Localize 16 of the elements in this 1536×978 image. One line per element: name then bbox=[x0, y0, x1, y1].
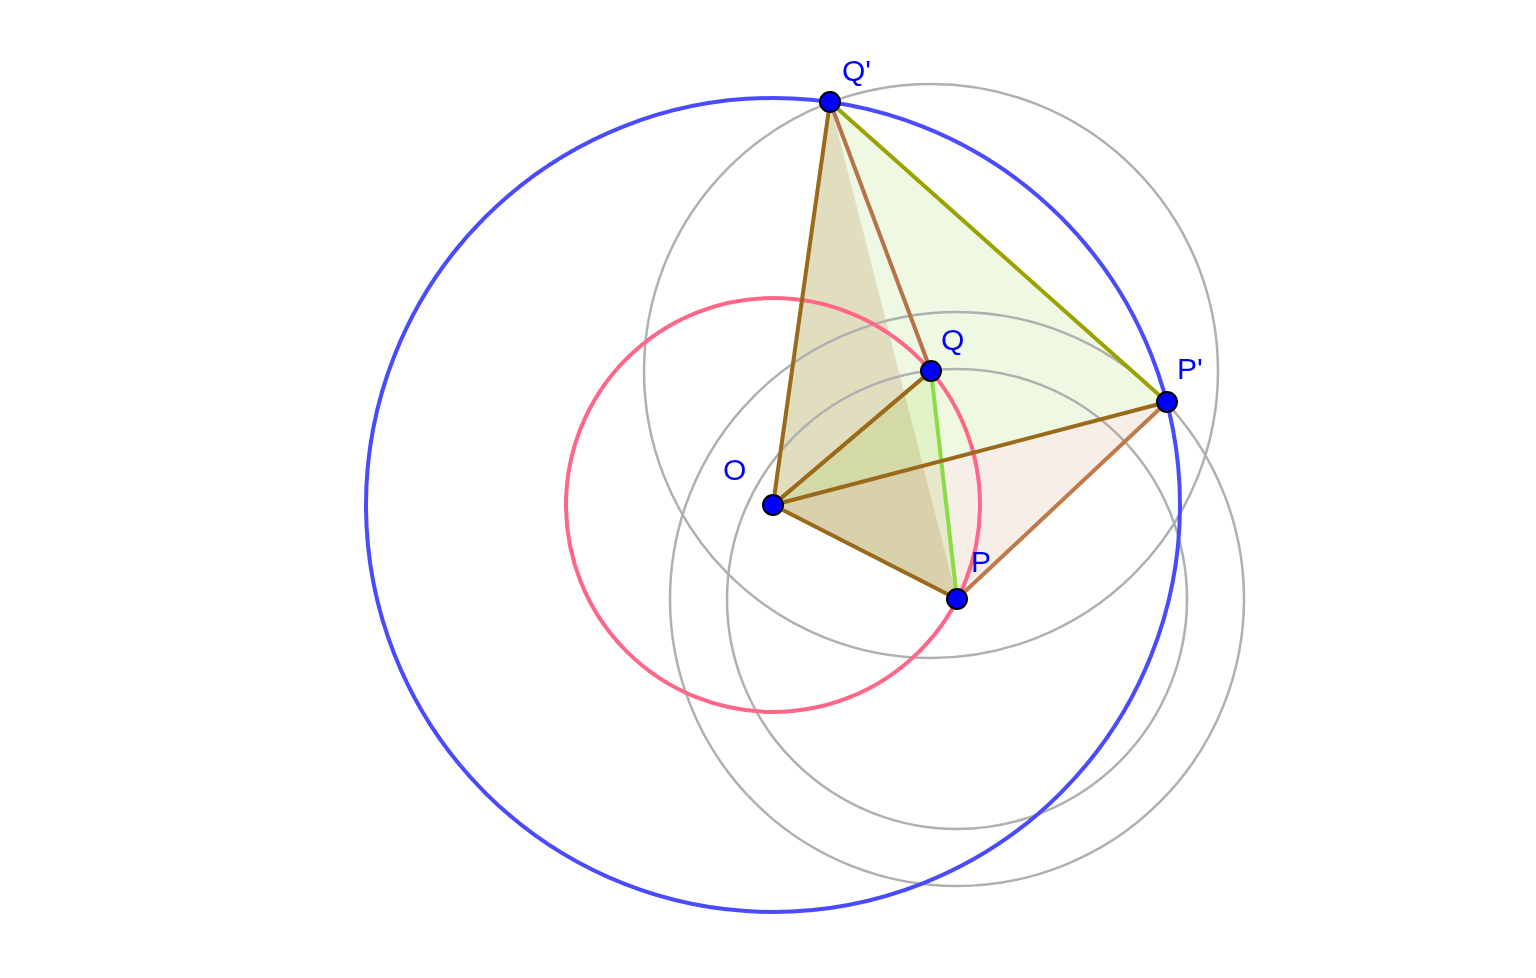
line-segment bbox=[780, 376, 924, 500]
point bbox=[946, 588, 968, 610]
point bbox=[1156, 391, 1178, 413]
line-segment bbox=[836, 107, 1161, 397]
point-label: O bbox=[723, 455, 747, 485]
line-segment bbox=[930, 381, 958, 589]
point bbox=[762, 494, 784, 516]
point-label: P' bbox=[1177, 354, 1203, 384]
line-segment bbox=[772, 112, 831, 495]
line-segment bbox=[832, 111, 929, 362]
point bbox=[819, 91, 841, 113]
point-label: P bbox=[971, 547, 991, 577]
point bbox=[920, 360, 942, 382]
point-label: Q' bbox=[842, 56, 872, 86]
point-label: Q bbox=[941, 325, 965, 355]
line-segment bbox=[783, 402, 1157, 505]
